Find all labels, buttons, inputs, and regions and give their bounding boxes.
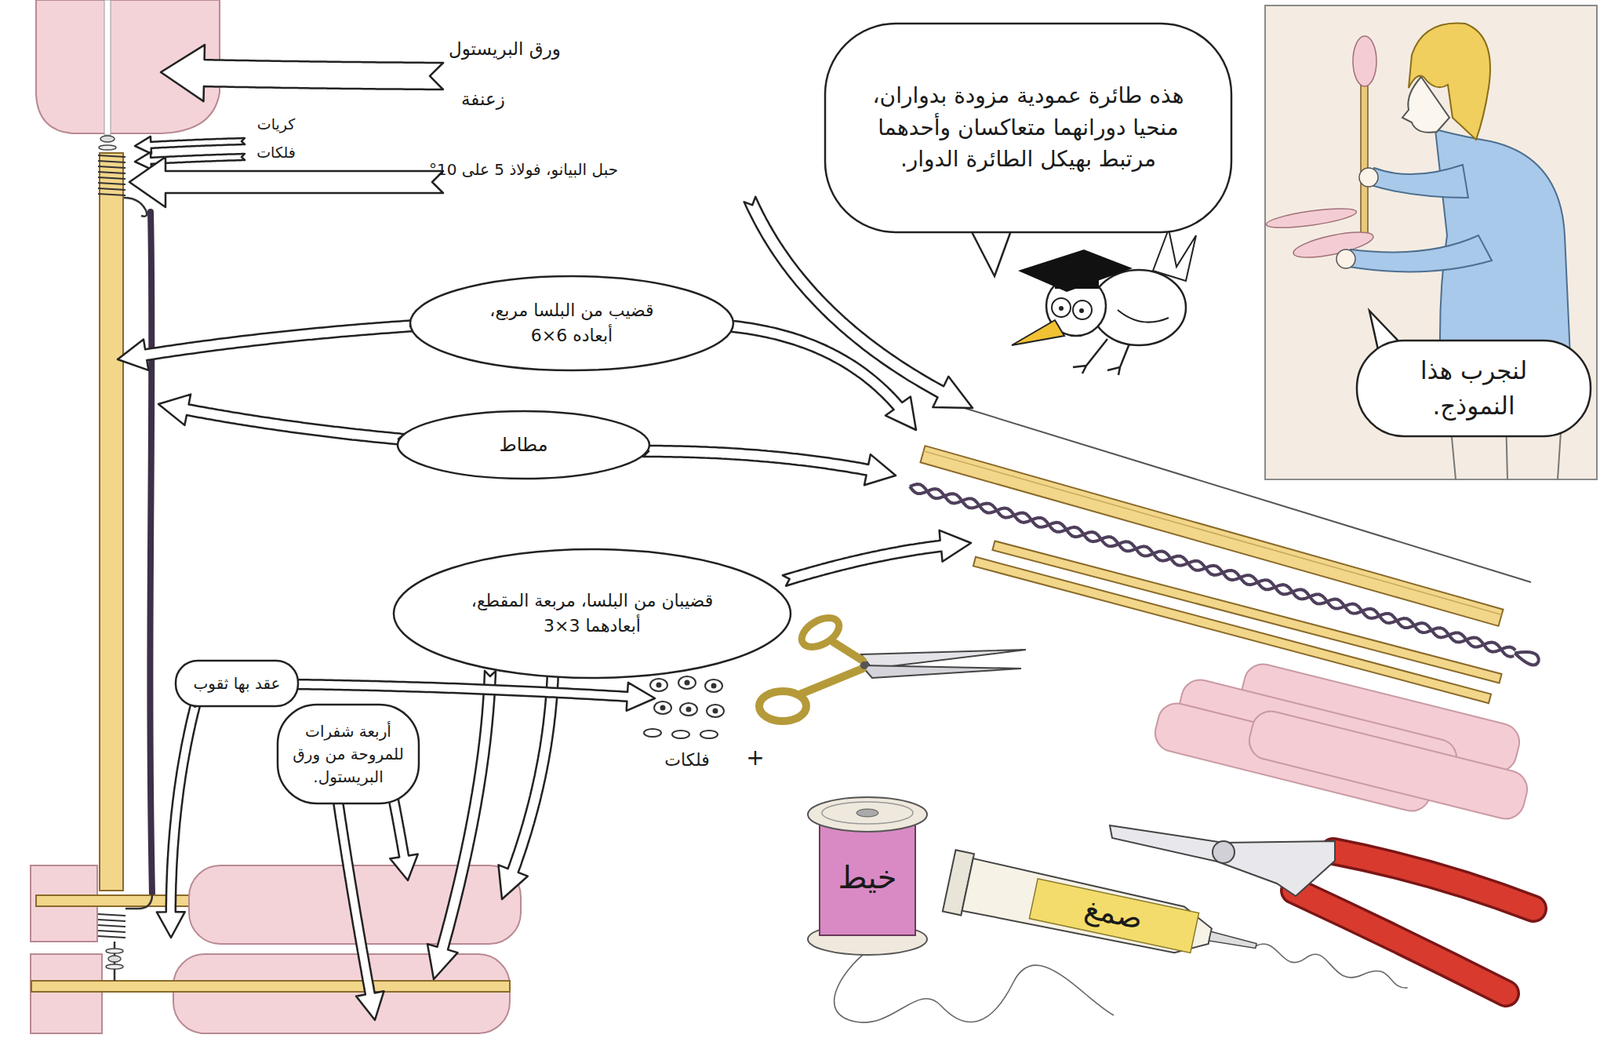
bubble-shape — [1356, 340, 1591, 437]
rubber-loop — [1512, 647, 1541, 666]
ellipse-shape — [393, 549, 791, 678]
node-text-group: قضيب من البلسا مربع، أبعاده 6×6 — [469, 298, 674, 349]
ellipse-shape — [410, 276, 734, 371]
node-outline — [392, 547, 793, 680]
hollow-arrow — [134, 136, 245, 154]
callout-bubble: أربعة شفرات للمروحة من ورق البريستول. — [276, 702, 421, 805]
part-label: حبل البيانو، فولاذ 5 على 10° — [419, 159, 628, 180]
callout-ellipse: مطاط — [396, 409, 651, 480]
callout-bubble: عقد بها ثقوب — [174, 658, 300, 708]
bubble-shape — [277, 704, 419, 804]
hollow-arrow — [156, 701, 201, 939]
scissors — [759, 611, 1026, 721]
hollow-arrow — [332, 795, 384, 1020]
part-label: + — [741, 743, 769, 772]
callout-ellipse: قضيبان من البلسا، مربعة المقطع، أبعادهما… — [392, 547, 793, 680]
node-text: هذه طائرة عمودية مزودة بدواران، منحيا دو… — [863, 80, 1193, 176]
main-stick — [99, 152, 124, 891]
ball — [108, 955, 121, 962]
hollow-arrow — [158, 394, 405, 445]
node-text-group: مطاط — [445, 431, 603, 459]
part-label: فلكات — [244, 142, 308, 163]
node-outline — [408, 274, 735, 372]
blade-stick — [31, 980, 510, 992]
hollow-arrow — [387, 791, 419, 880]
node-text: قضيب من البلسا مربع، أبعاده 6×6 — [469, 298, 674, 349]
node-outline — [1355, 338, 1593, 438]
part-label: فلكات — [647, 749, 727, 772]
stick-3x3 — [992, 540, 1502, 683]
node-text: لنجرب هذا النموذج. — [1395, 352, 1553, 424]
washer — [105, 948, 124, 953]
wire-hook — [125, 894, 153, 909]
node-text-group: لنجرب هذا النموذج. — [1395, 352, 1553, 424]
part-label: كريات — [244, 114, 308, 135]
node-text: مطاط — [445, 431, 603, 459]
node-text: قضيبان من البلسا، مربعة المقطع، أبعادهما… — [462, 588, 722, 639]
speech-bubble: لنجرب هذا النموذج. — [1355, 338, 1593, 438]
ball — [100, 135, 115, 142]
wire-hook — [123, 197, 147, 217]
hollow-arrow — [129, 156, 444, 208]
hollow-arrow — [427, 670, 496, 979]
stick-3x3 — [973, 556, 1491, 703]
part-label: ورق البريستول — [448, 37, 614, 62]
pliers — [1109, 825, 1534, 993]
arm — [1370, 164, 1469, 198]
hollow-arrow — [782, 530, 971, 586]
bubble-shape — [175, 660, 299, 706]
ellipse-shape — [397, 410, 650, 479]
washers — [643, 676, 724, 739]
washer — [105, 963, 124, 969]
model-fin — [1352, 36, 1377, 87]
hollow-arrow — [643, 445, 896, 485]
callout-ellipse: قضيب من البلسا مربع، أبعاده 6×6 — [408, 274, 735, 372]
rubber — [149, 211, 153, 895]
node-text: عقد بها ثقوب — [181, 672, 292, 695]
speech-bubble: هذه طائرة عمودية مزودة بدواران، منحيا دو… — [823, 21, 1233, 234]
node-text-group: عقد بها ثقوب — [181, 672, 292, 695]
model-blade — [1265, 204, 1357, 232]
hair — [1408, 23, 1491, 141]
blade — [30, 953, 102, 1033]
part-label: خيط — [820, 856, 915, 898]
node-text-group: قضيبان من البلسا، مربعة المقطع، أبعادهما… — [462, 588, 722, 639]
wire-coil — [98, 913, 126, 938]
hollow-arrow — [117, 320, 417, 371]
hand — [1359, 167, 1379, 187]
node-text: أربعة شفرات للمروحة من ورق البريستول. — [284, 720, 412, 789]
person-panel — [1265, 5, 1597, 480]
arm — [1349, 235, 1492, 272]
node-text-group: أربعة شفرات للمروحة من ورق البريستول. — [284, 720, 412, 789]
panel-frame — [1265, 5, 1597, 480]
hollow-arrow — [498, 670, 560, 899]
washer — [98, 145, 117, 150]
hollow-arrow — [160, 44, 444, 102]
wire-coil — [98, 155, 126, 196]
blade — [173, 953, 510, 1033]
fin-slot — [104, 0, 111, 135]
node-text-group: هذه طائرة عمودية مزودة بدواران، منحيا دو… — [863, 80, 1193, 176]
bird — [1011, 229, 1197, 375]
bristol-sheets — [1151, 659, 1531, 822]
hand — [1336, 249, 1356, 269]
hollow-arrow — [724, 320, 917, 430]
part-label: زعنفة — [461, 87, 532, 112]
assembled-model — [30, 0, 521, 1033]
bubble-shape — [825, 23, 1232, 233]
